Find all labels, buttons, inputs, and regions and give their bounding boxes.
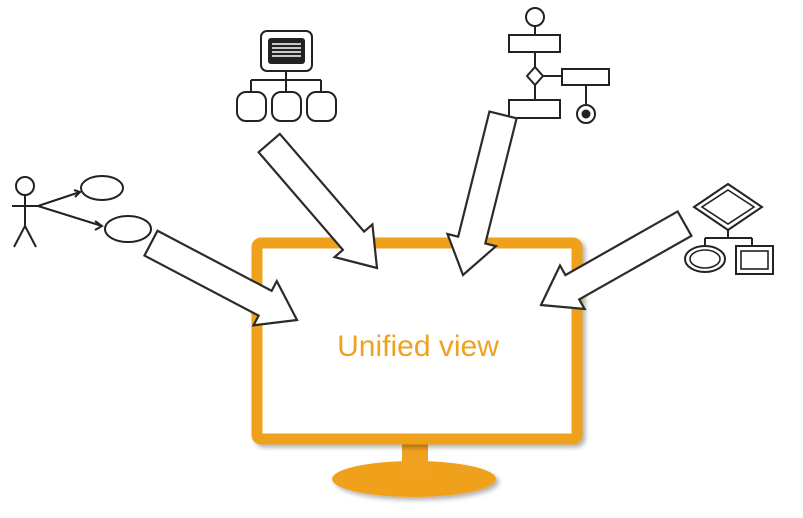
monitor-screen: [251, 237, 583, 445]
org-chart-icon: [236, 30, 337, 122]
arrow-from-flowchart: [539, 209, 693, 311]
arrow-from-activity: [445, 110, 518, 277]
activity-diagram-icon: [508, 7, 610, 124]
monitor: [251, 237, 583, 497]
unified-view-label: Unified view: [337, 330, 499, 363]
monitor-stand-base: [332, 461, 496, 497]
flowchart-icon: [684, 182, 774, 275]
arrows: [142, 110, 693, 327]
arrow-from-org-chart: [257, 132, 379, 270]
use-case-diagram-icon: [12, 175, 152, 248]
arrow-from-use-case: [142, 229, 299, 327]
monitor-stand-neck: [402, 438, 428, 478]
